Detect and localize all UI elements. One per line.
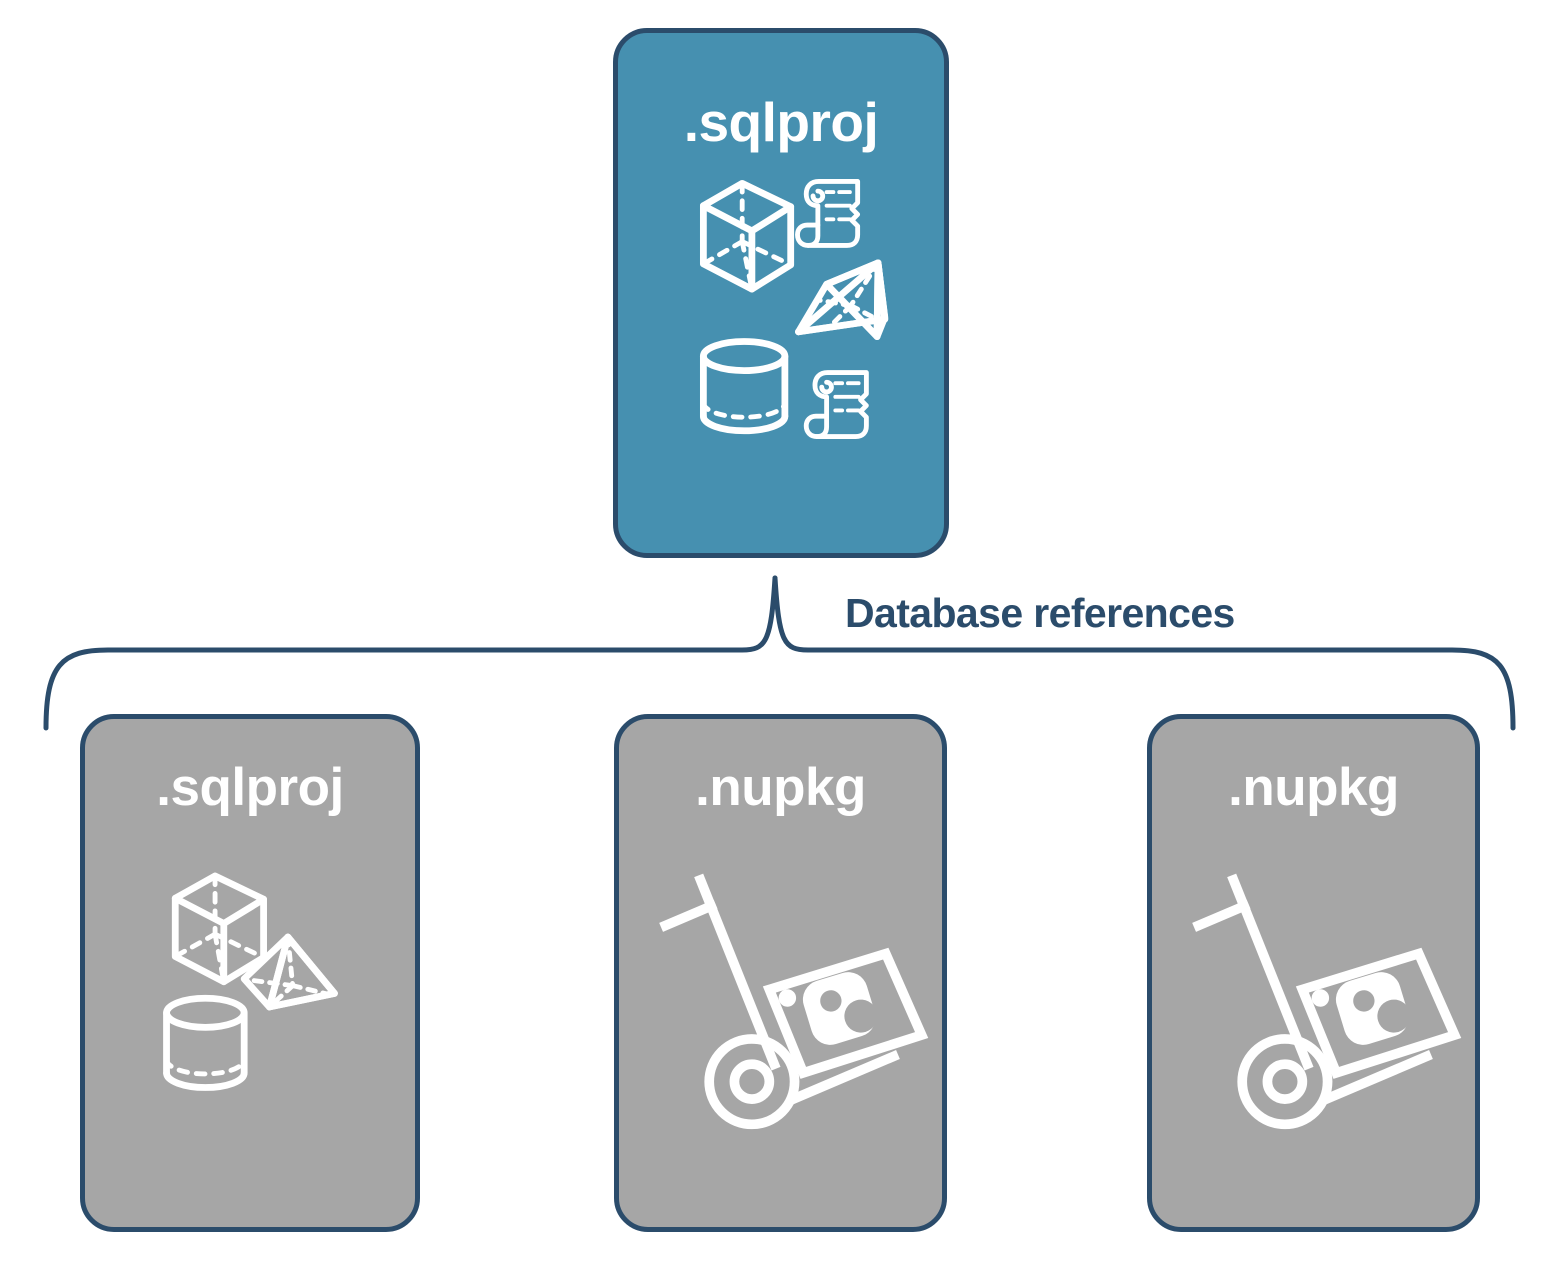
pyramid-icon bbox=[240, 933, 338, 1011]
hand-truck-wheel-icon bbox=[1237, 1034, 1333, 1130]
nuget-box-icon bbox=[1295, 947, 1462, 1079]
hand-truck-icon bbox=[1192, 873, 1433, 1105]
cylinder-icon bbox=[163, 994, 248, 1091]
scroll-icon bbox=[795, 178, 861, 248]
cube-icon bbox=[171, 872, 267, 986]
nuget-box-icon bbox=[762, 947, 929, 1079]
cube-icon bbox=[699, 179, 795, 293]
brace-left-arm bbox=[43, 575, 778, 731]
child-card-nupkg-2[interactable]: .nupkg bbox=[1147, 714, 1480, 1232]
pyramid-icon bbox=[795, 259, 889, 341]
hand-truck-icon bbox=[659, 873, 900, 1105]
cylinder-icon bbox=[699, 338, 789, 435]
child-card-title: .nupkg bbox=[695, 758, 866, 817]
child-card-sqlproj[interactable]: .sqlproj bbox=[80, 714, 420, 1232]
root-card-sqlproj[interactable]: .sqlproj bbox=[613, 28, 949, 558]
child-card-title: .nupkg bbox=[1228, 758, 1399, 817]
root-card-title: .sqlproj bbox=[683, 91, 879, 153]
scroll-icon bbox=[803, 370, 869, 440]
child-card-nupkg-1[interactable]: .nupkg bbox=[614, 714, 947, 1232]
hand-truck-wheel-icon bbox=[704, 1034, 800, 1130]
child-card-title: .sqlproj bbox=[156, 758, 344, 817]
connector-label: Database references bbox=[845, 590, 1235, 636]
